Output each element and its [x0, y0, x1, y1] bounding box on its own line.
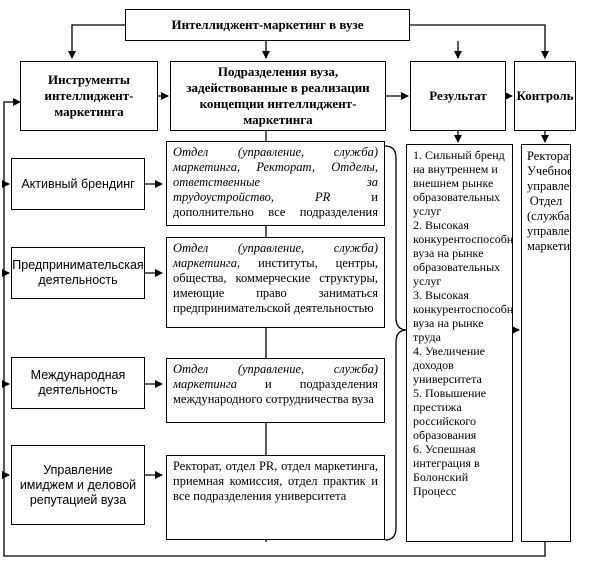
- control-item: Учебное управление,: [527, 164, 571, 193]
- tool-active-branding: Активный брендинг: [11, 158, 145, 210]
- result-list: 1. Сильный бренд на внутреннем и внешнем…: [406, 144, 513, 542]
- tool-international: Международная деятельность: [11, 357, 145, 409]
- dept-italic: Отдел (управление, служба) маркетинга: [173, 362, 378, 391]
- result-item: 1. Сильный бренд на внутреннем и внешнем…: [413, 148, 505, 218]
- tool-label: Управление имиджем и деловой репутацией …: [19, 462, 137, 507]
- dept-italic: Отдел (управление, служба) маркетинга, Р…: [173, 145, 378, 204]
- control-item: (служба,: [527, 209, 571, 223]
- diagram-title: Интеллиджент-маркетинг в вузе: [125, 9, 410, 41]
- header-result-text: Результат: [429, 88, 487, 103]
- header-tools-text: Инструменты интеллиджент-маркетинга: [44, 72, 134, 119]
- dept-plain: Ректорат, отдел PR, отдел маркетинга, пр…: [173, 459, 378, 503]
- result-item: 2. Высокая конкурентоспособность вуза на…: [413, 218, 513, 288]
- header-departments-text: Подразделения вуза, задействованные в ре…: [186, 64, 370, 127]
- result-item: 4. Увеличение доходов университета: [413, 344, 486, 386]
- header-control: Контроль: [514, 61, 576, 131]
- departments-international: Отдел (управление, служба) маркетинга и …: [166, 358, 385, 423]
- control-item: Ректорат,: [527, 149, 570, 163]
- header-departments: Подразделения вуза, задействованные в ре…: [170, 61, 386, 131]
- tool-label: Предпринимательская деятельность: [12, 258, 144, 287]
- tool-label: Международная деятельность: [30, 368, 126, 397]
- control-item: Отдел: [529, 194, 563, 208]
- control-item: маркетинга): [527, 239, 571, 253]
- tool-image-reputation: Управление имиджем и деловой репутацией …: [11, 445, 145, 525]
- departments-image: Ректорат, отдел PR, отдел маркетинга, пр…: [166, 455, 385, 540]
- tool-label: Активный брендинг: [21, 176, 135, 191]
- header-control-text: Контроль: [516, 88, 574, 103]
- dept-plain: и подразделения международного сотруднич…: [173, 377, 378, 406]
- control-list: Ректорат, Учебное управление, Отдел (слу…: [521, 144, 571, 542]
- control-item: управление): [527, 224, 570, 238]
- dept-italic: Отдел (управление, служба) маркетинга: [173, 241, 378, 270]
- tool-entrepreneurship: Предпринимательская деятельность: [11, 247, 145, 299]
- diagram-title-text: Интеллиджент-маркетинг в вузе: [171, 17, 364, 32]
- result-item: 6. Успешная интеграция в Болонский Проце…: [413, 442, 480, 498]
- departments-branding: Отдел (управление, служба) маркетинга, Р…: [166, 141, 385, 226]
- departments-entrepreneurship: Отдел (управление, служба) маркетинга, и…: [166, 237, 385, 328]
- header-result: Результат: [410, 61, 506, 131]
- dept-plain: и дополнительно все подразделения вуза: [173, 190, 378, 225]
- result-item: 3. Высокая конкурентоспособность вуза на…: [413, 288, 513, 344]
- result-item: 5. Повышение престижа российского образо…: [413, 386, 487, 442]
- dept-plain: , институты, центры, общества, коммерчес…: [173, 256, 378, 315]
- header-tools: Инструменты интеллиджент-маркетинга: [20, 61, 158, 131]
